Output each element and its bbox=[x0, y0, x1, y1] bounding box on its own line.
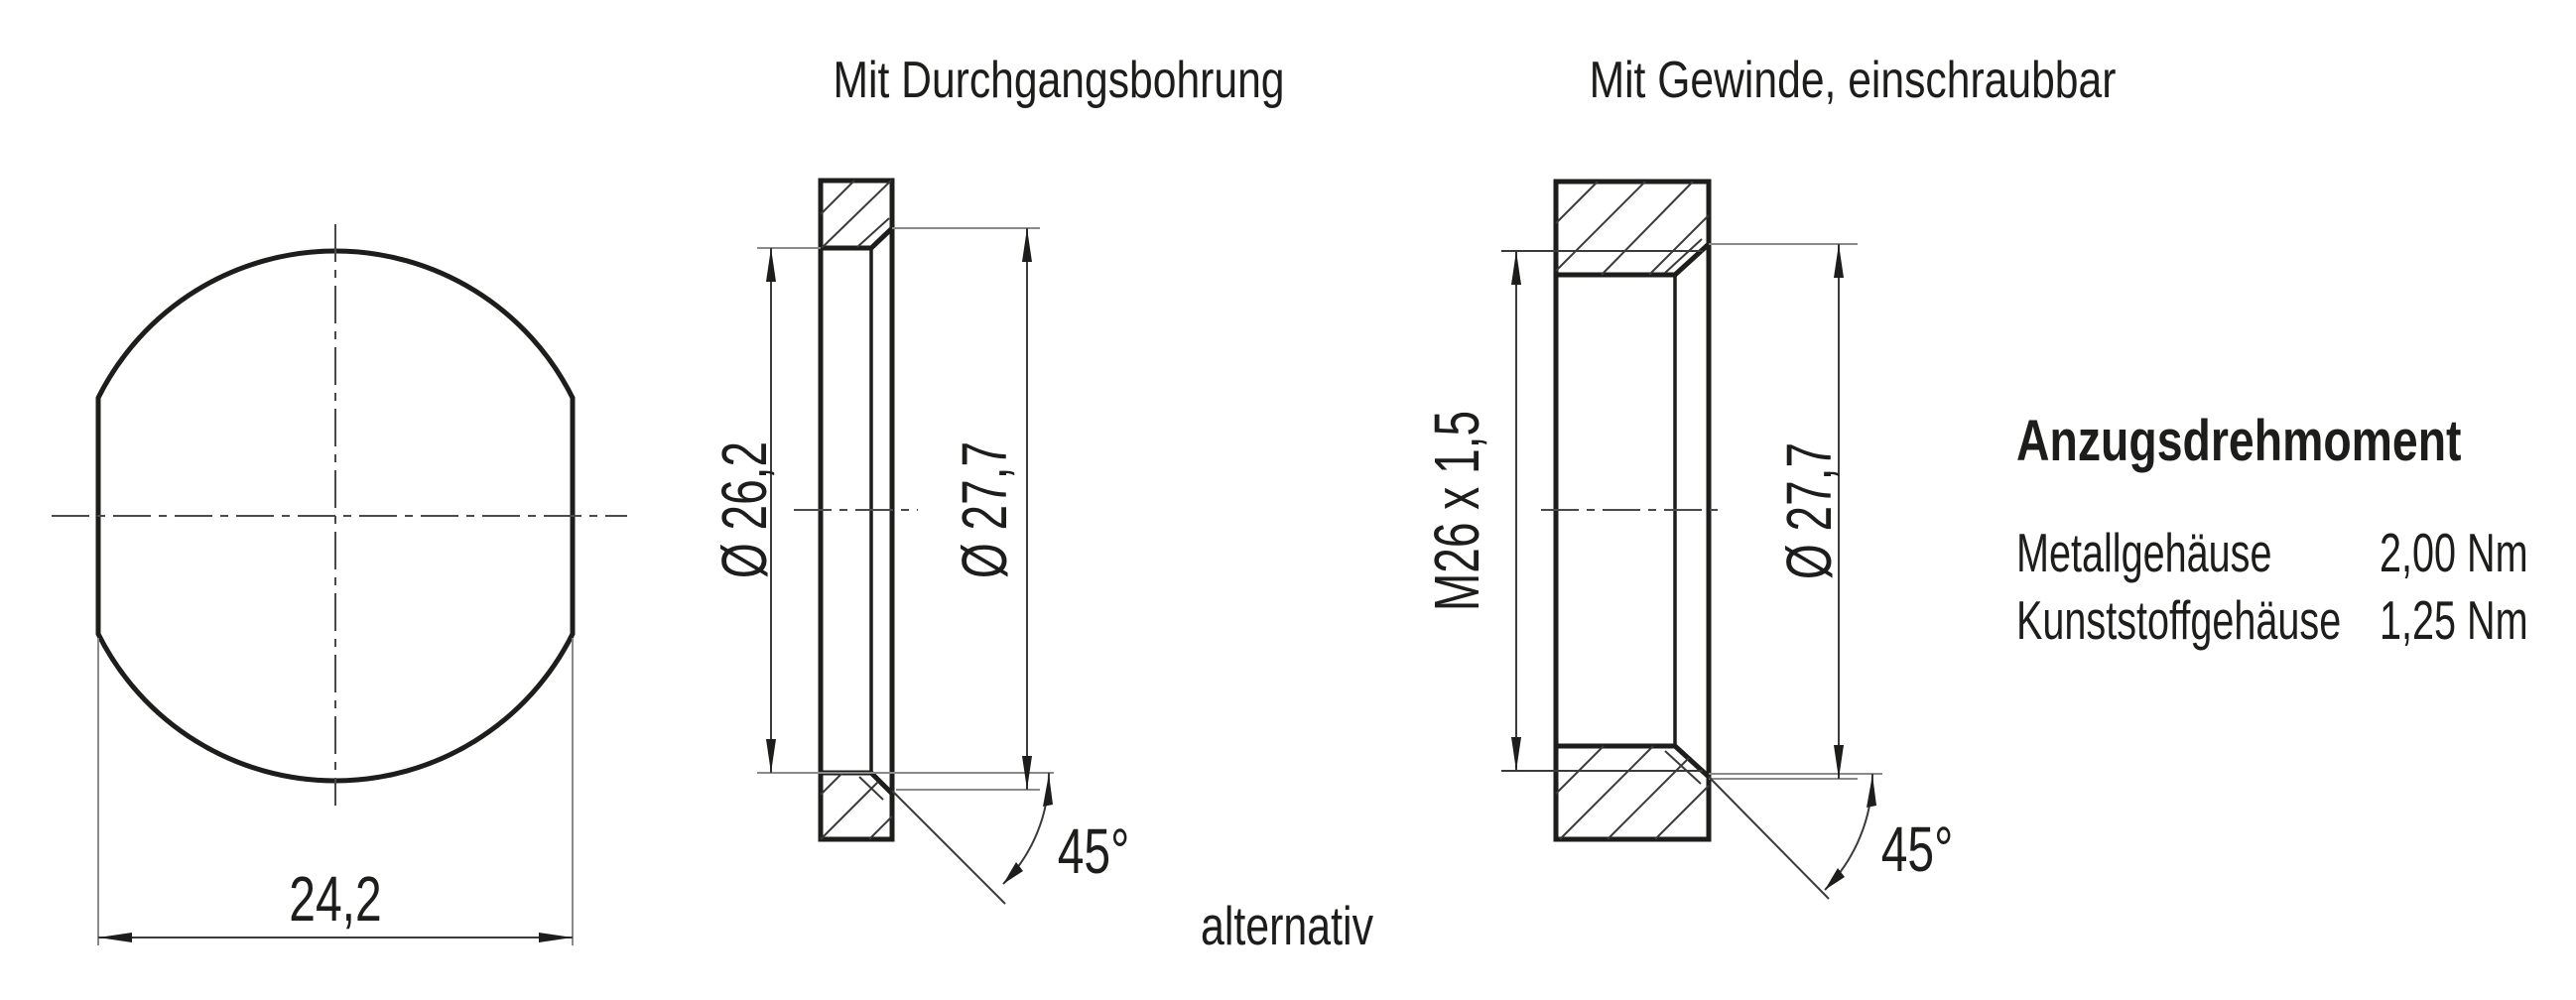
torque-note: Anzugsdrehmoment Metallgehäuse 2,00 Nm K… bbox=[2016, 409, 2528, 652]
torque-metal-label: Metallgehäuse bbox=[2016, 524, 2271, 584]
dim-label-od2-text: Ø 27,7 bbox=[1774, 442, 1845, 579]
dim-label-flats-text: 24,2 bbox=[289, 863, 381, 934]
torque-heading: Anzugsdrehmoment bbox=[2016, 409, 2462, 473]
alternative-note: alternativ bbox=[1201, 896, 1373, 956]
od1-arrow-up bbox=[1022, 228, 1032, 262]
dim-label-thread: M26 x 1,5 bbox=[1422, 411, 1492, 611]
chamfer2-arc-arrow-top bbox=[1867, 775, 1876, 808]
chamfer2-arc-arrow-bottom bbox=[1825, 868, 1845, 890]
top-chamfer-inner-line bbox=[856, 217, 890, 248]
angle-label-1-text: 45° bbox=[1058, 815, 1130, 886]
title-threaded-text: Mit Gewinde, einschraubbar bbox=[1590, 52, 2117, 109]
arrowhead-right bbox=[539, 933, 573, 942]
torque-heading-text: Anzugsdrehmoment bbox=[2016, 409, 2462, 473]
bottom-chamfer-inner-line bbox=[858, 776, 884, 801]
torque-plastic-label: Kunststoffgehäuse bbox=[2016, 591, 2341, 652]
view-title-threaded: Mit Gewinde, einschraubbar bbox=[1590, 52, 2117, 109]
angle-label-1: 45° bbox=[1058, 815, 1130, 886]
chamfer1-arc-arrow-bottom bbox=[1003, 862, 1023, 884]
torque-row-plastic: Kunststoffgehäuse 1,25 Nm bbox=[2016, 591, 2528, 652]
threaded-bottom-block-hatch bbox=[1555, 745, 1710, 840]
dim-label-bore-text: Ø 26,2 bbox=[709, 441, 780, 578]
alternative-note-text: alternativ bbox=[1201, 896, 1373, 956]
bore-arrow-down bbox=[766, 739, 776, 773]
front-view-outline bbox=[95, 248, 576, 784]
threaded-top-chamfer-inner-line bbox=[1664, 238, 1703, 274]
front-view: 24,2 bbox=[52, 224, 627, 945]
dim-label-bore: Ø 26,2 bbox=[709, 441, 780, 578]
od2-arrow-down bbox=[1834, 745, 1844, 779]
dim-label-od1-text: Ø 27,7 bbox=[950, 441, 1020, 578]
dim-label-od1: Ø 27,7 bbox=[950, 441, 1020, 578]
torque-metal-value: 2,00 Nm bbox=[2380, 524, 2528, 584]
chamfer1-arc-arrow-top bbox=[1043, 774, 1053, 807]
od2-arrow-up bbox=[1834, 244, 1844, 278]
od1-arrow-down bbox=[1022, 756, 1032, 790]
arrowhead-left bbox=[98, 933, 132, 942]
dim-label-od2: Ø 27,7 bbox=[1774, 442, 1845, 579]
chamfer2-angle-arc bbox=[1824, 773, 1874, 891]
dim-label-thread-text: M26 x 1,5 bbox=[1422, 411, 1492, 611]
dim-label-flats: 24,2 bbox=[289, 863, 381, 934]
torque-row-metal: Metallgehäuse 2,00 Nm bbox=[2016, 524, 2528, 584]
threaded-bottom-chamfer-inner-line bbox=[1664, 750, 1702, 785]
angle-label-2: 45° bbox=[1881, 813, 1954, 884]
chamfer1-leader-line bbox=[891, 790, 1006, 905]
threaded-bottom-block-outline bbox=[1553, 743, 1712, 842]
angle-label-2-text: 45° bbox=[1881, 813, 1954, 884]
section-through-hole: Ø 26,2 Ø 27,7 45° bbox=[709, 178, 1130, 905]
view-title-through-hole: Mit Durchgangsbohrung bbox=[833, 52, 1284, 109]
thread-arrow-up bbox=[1511, 251, 1521, 285]
top-block-outline bbox=[818, 178, 895, 251]
chamfer2-leader-line bbox=[1708, 776, 1830, 900]
top-block-hatch bbox=[820, 180, 892, 249]
bore-arrow-up bbox=[766, 248, 776, 282]
title-through-hole-text: Mit Durchgangsbohrung bbox=[833, 52, 1284, 109]
threaded-top-block-hatch bbox=[1555, 181, 1710, 276]
bottom-block-hatch bbox=[820, 772, 893, 840]
thread-arrow-down bbox=[1511, 737, 1521, 771]
threaded-top-block-outline bbox=[1553, 179, 1712, 278]
section-threaded: M26 x 1,5 Ø 27,7 45° bbox=[1422, 179, 1954, 900]
torque-plastic-value: 1,25 Nm bbox=[2380, 591, 2528, 652]
